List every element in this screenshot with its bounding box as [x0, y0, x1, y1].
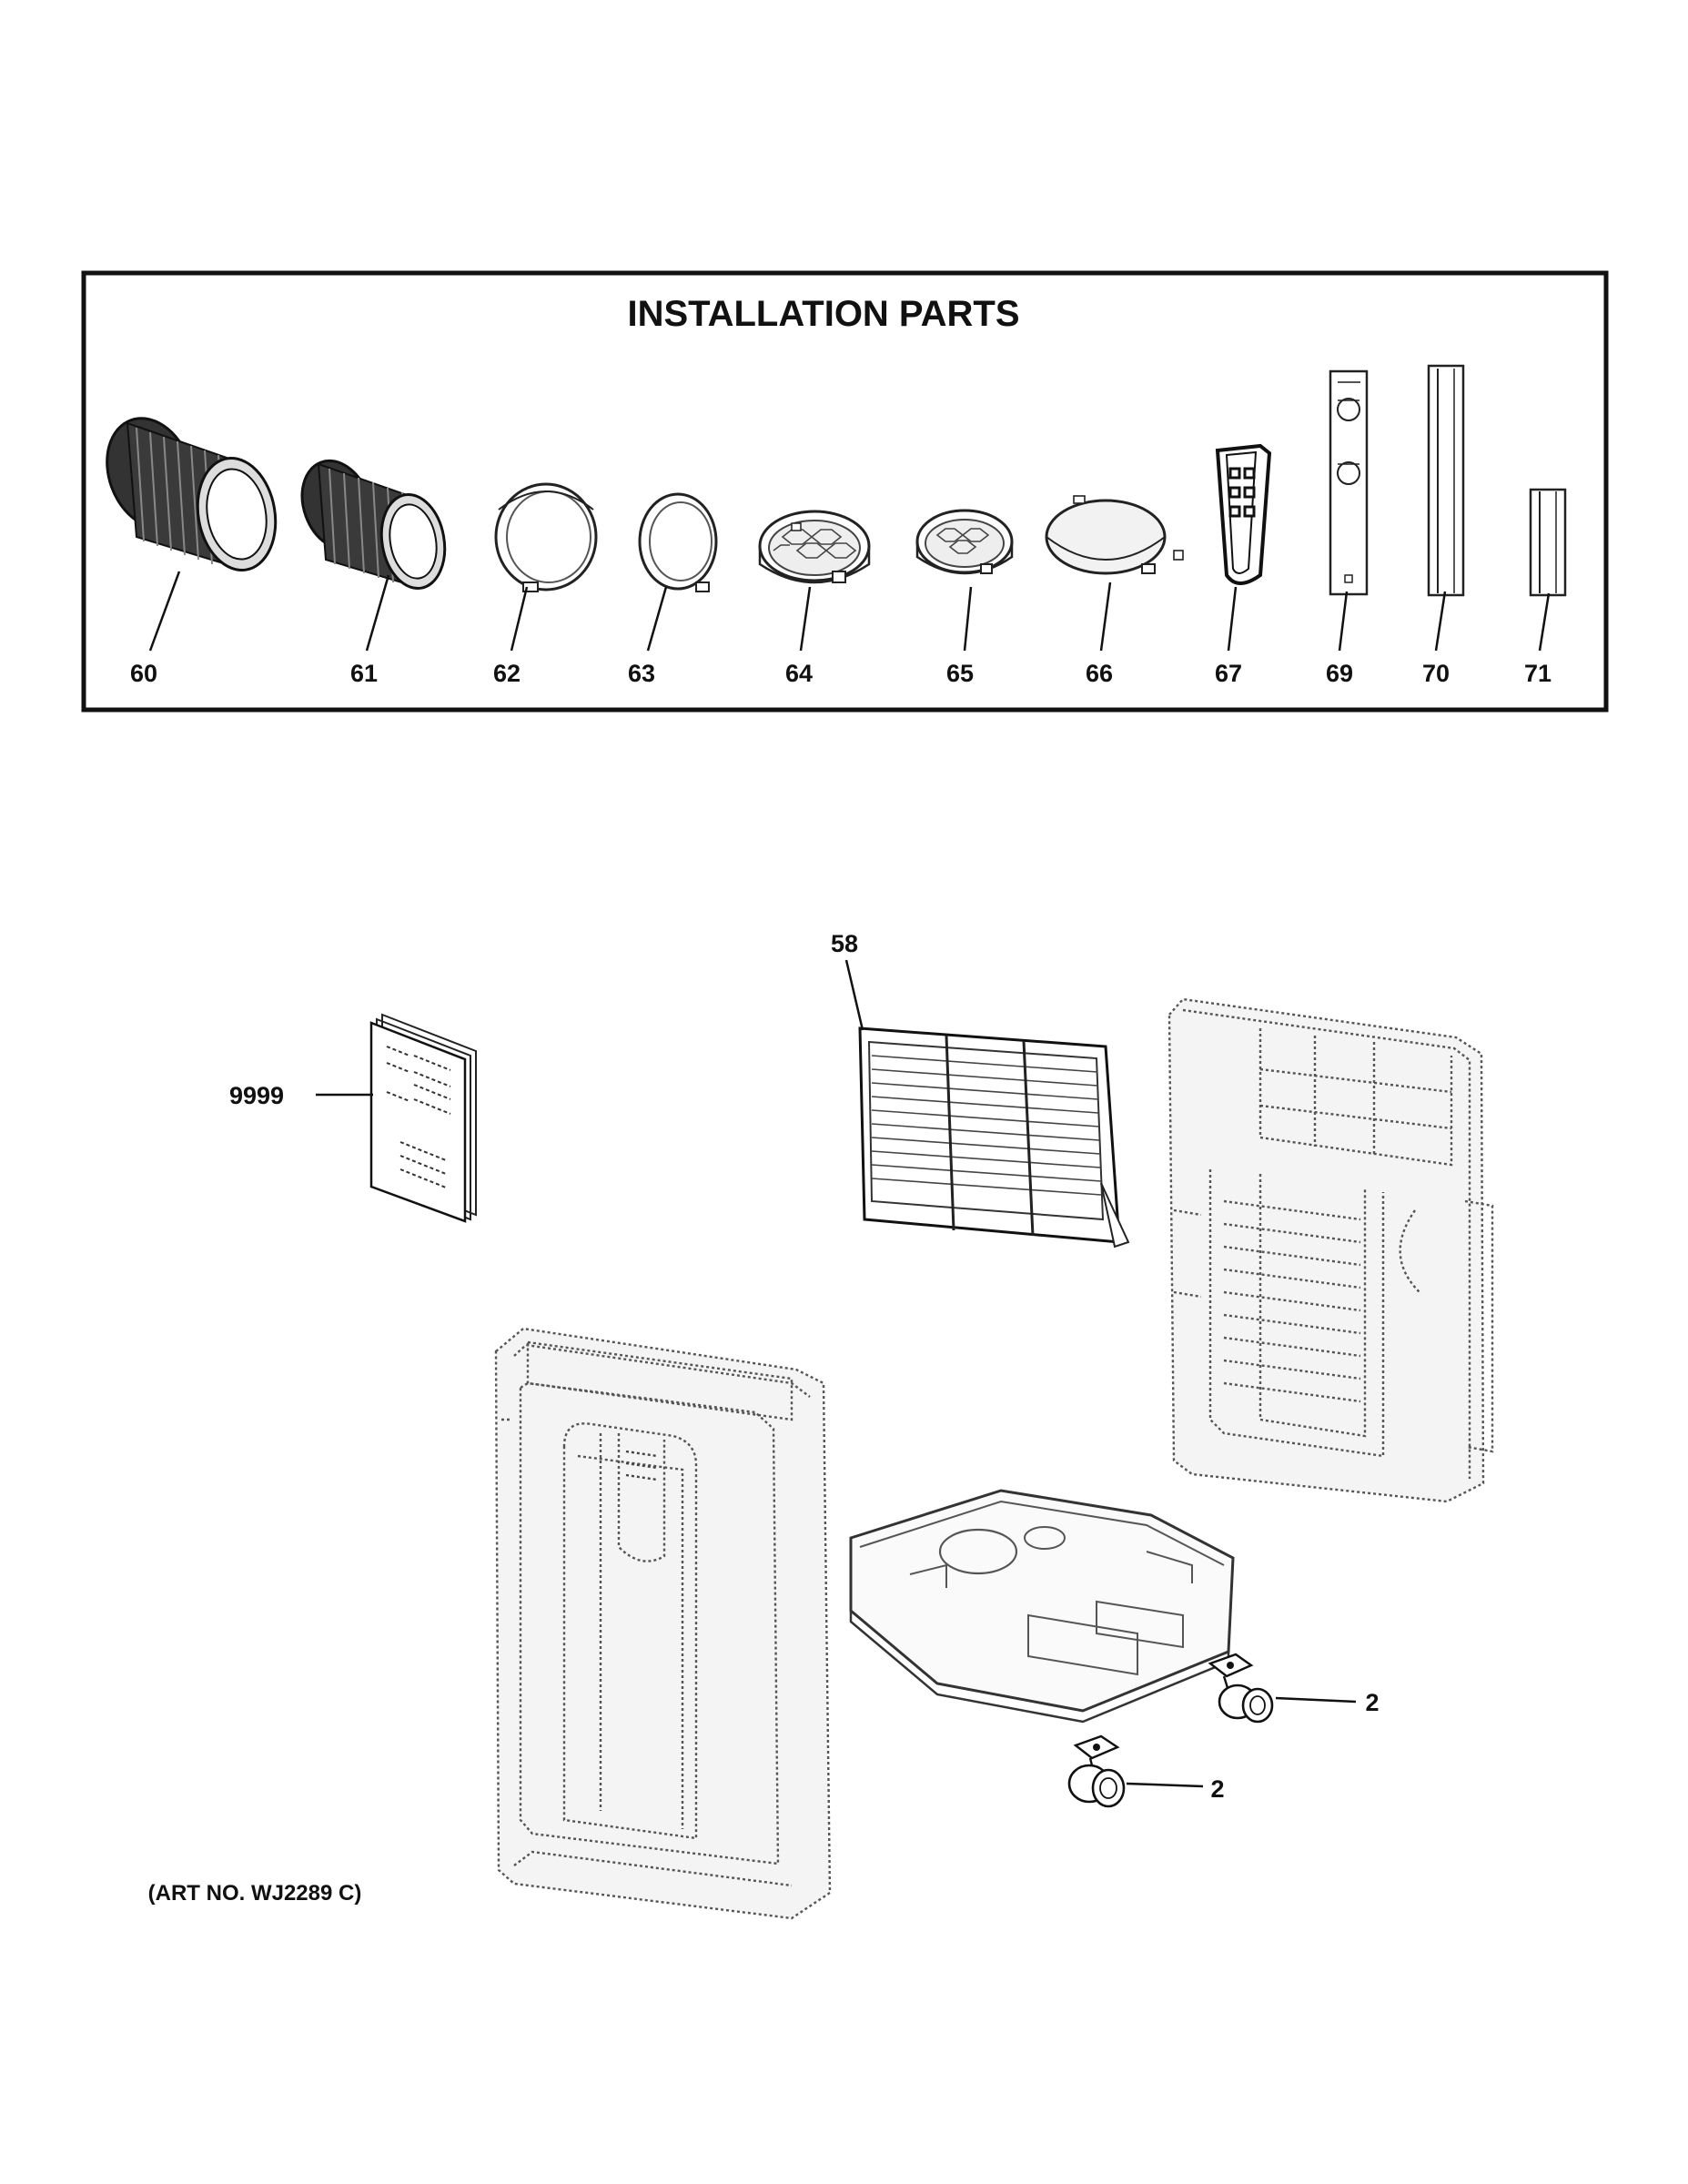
label-caster-lower: 2 [1210, 1775, 1224, 1803]
label-62: 62 [493, 660, 521, 687]
part-70-foam-seal-long [1427, 364, 1465, 597]
installation-leader-lines [148, 571, 1551, 652]
caster-lower [1067, 1734, 1126, 1808]
part-61-exhaust-hose-medium [300, 459, 447, 591]
part-63-hose-adapter-small [638, 492, 718, 592]
art-number: (ART NO. WJ2289 C) [148, 1881, 362, 1906]
installation-parts-title: INSTALLATION PARTS [627, 294, 1019, 334]
leader-58 [844, 959, 864, 1031]
leader-caster-upper [1275, 1696, 1357, 1704]
label-70: 70 [1422, 660, 1450, 687]
part-71-foam-seal-short [1529, 488, 1567, 597]
label-63: 63 [628, 660, 655, 687]
label-58: 58 [831, 930, 858, 957]
base-pan [849, 1489, 1235, 1724]
part-67-remote-control [1215, 443, 1272, 585]
installation-parts-panel: INSTALLATION PARTS [81, 270, 1609, 713]
label-caster-upper: 2 [1365, 1689, 1379, 1716]
installation-part-labels: 60 61 62 63 64 65 66 67 69 70 71 [130, 660, 1552, 687]
label-66: 66 [1086, 660, 1113, 687]
label-64: 64 [785, 660, 813, 687]
rear-cabinet [1167, 997, 1494, 1503]
caster-upper [1208, 1653, 1274, 1724]
part-66-cover-plate [1045, 495, 1184, 575]
label-71: 71 [1524, 660, 1552, 687]
label-9999: 9999 [229, 1082, 284, 1109]
part-65-window-adapter-small [915, 509, 1014, 575]
label-60: 60 [130, 660, 157, 687]
part-9999-owners-manual [369, 1013, 477, 1223]
label-69: 69 [1326, 660, 1353, 687]
part-62-hose-adapter-large [494, 482, 598, 592]
label-61: 61 [350, 660, 378, 687]
part-69-window-panel [1329, 369, 1369, 596]
label-65: 65 [946, 660, 974, 687]
part-60-exhaust-hose-large [106, 417, 278, 571]
part-58-air-filter [858, 1026, 1130, 1249]
front-cabinet [494, 1327, 832, 1920]
leader-caster-lower [1126, 1782, 1204, 1788]
part-64-window-adapter-large [758, 510, 871, 584]
label-67: 67 [1215, 660, 1242, 687]
